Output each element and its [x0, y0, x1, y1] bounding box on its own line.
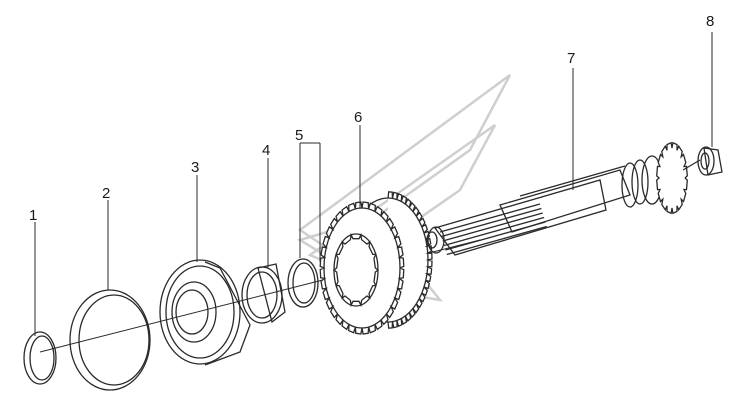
part-3-bearing	[159, 259, 251, 366]
shaft-spline-line	[443, 216, 545, 247]
part-label-3: 3	[191, 159, 199, 176]
part-label-2: 2	[102, 185, 110, 202]
shaft-spline-line	[439, 203, 541, 233]
part-label-4: 4	[262, 142, 270, 159]
part-5-snap-ring	[287, 258, 319, 308]
part-1-snap-ring	[23, 331, 60, 385]
part-8-bushing	[697, 146, 723, 176]
shaft-spline-line	[446, 225, 547, 256]
shaft-spline-line	[441, 207, 542, 238]
part-label-6: 6	[354, 109, 362, 126]
part-4-spacer	[241, 263, 286, 324]
shaft-gear-teeth-path	[656, 141, 688, 215]
shaft-spline-line	[442, 212, 543, 242]
part-2-ring	[69, 289, 151, 391]
part-6-gear	[319, 191, 433, 335]
gear-splines-path	[332, 232, 379, 308]
part-label-5: 5	[295, 127, 303, 144]
part-label-7: 7	[567, 50, 575, 67]
part-label-8: 8	[706, 13, 714, 30]
part-label-1: 1	[29, 207, 37, 224]
part-7-shaft	[426, 141, 701, 256]
